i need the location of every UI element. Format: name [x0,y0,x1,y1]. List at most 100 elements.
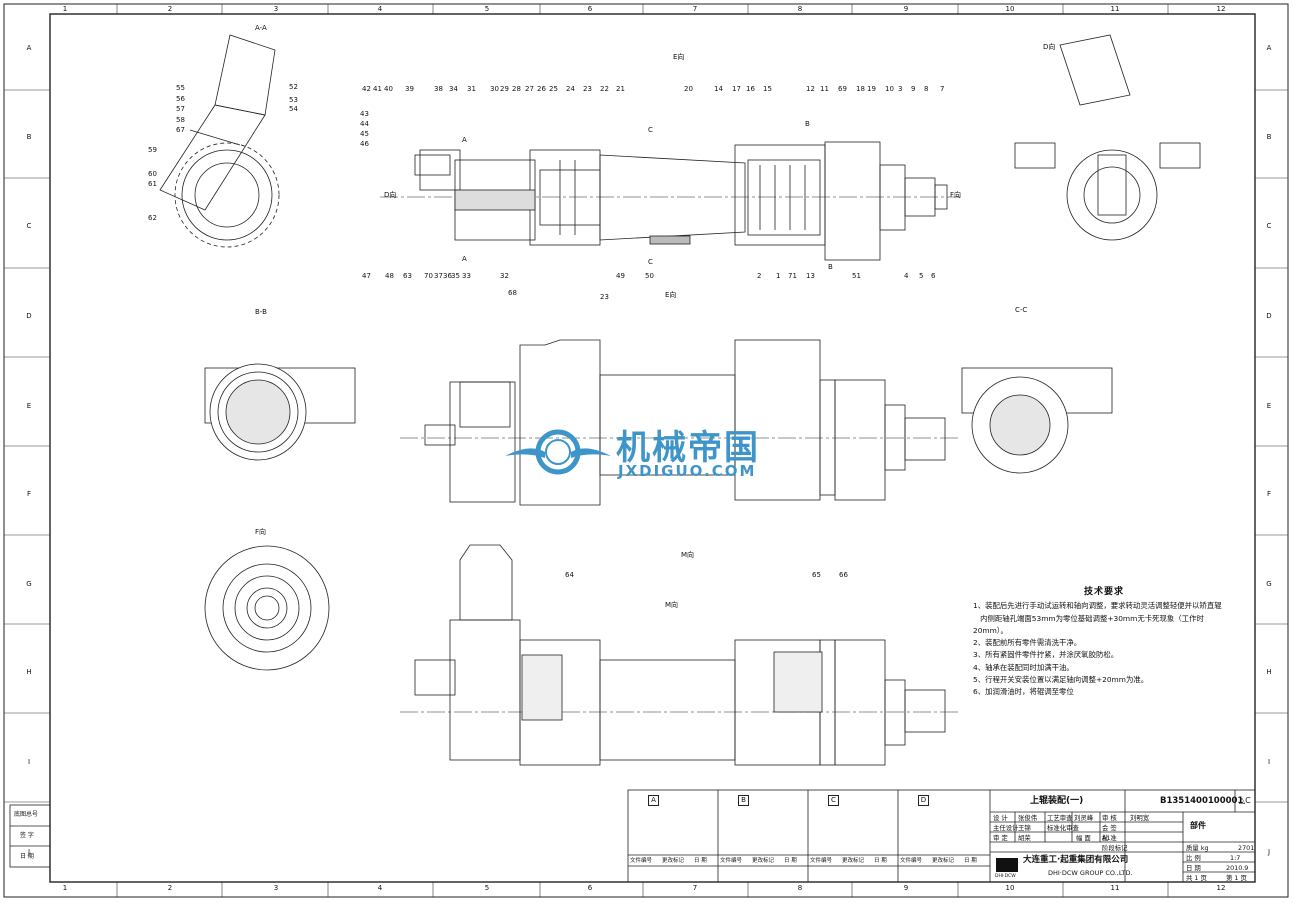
part-balloon: 43 [360,110,369,118]
zone-column-label: 7 [692,5,698,13]
part-balloon: 57 [176,105,185,113]
zone-column-label: 4 [377,884,383,892]
revision-header: 更改标记 [752,858,775,864]
view-label-m-mid: M向 [665,601,679,609]
revision-symbol-icon: A [648,795,659,806]
part-balloon: 37 [434,272,443,280]
tech-item: 3、所有紧固件零件拧紧，并涂厌氧胶防松。 [973,650,1119,660]
format-label: 幅 面 [1076,834,1091,842]
revision-symbol-icon: B [738,795,749,806]
watermark: 机械帝国 JXDIGUO.COM [500,418,830,488]
m-direction-view [400,544,960,766]
zone-column-label: 6 [587,5,593,13]
zone-row-label: I [27,758,31,766]
watermark-logo-icon [505,429,611,475]
revision-symbol-icon: D [918,795,929,806]
part-balloon: 29 [500,85,509,93]
zone-column-label: 5 [484,884,490,892]
part-balloon: 46 [360,140,369,148]
drawing-title: 上辊装配(一) [1030,796,1084,806]
part-balloon: 35 [451,272,460,280]
part-balloon: 18 [856,85,865,93]
part-balloon: 68 [508,289,517,297]
part-balloon: 21 [616,85,625,93]
part-balloon: 5 [919,272,924,280]
revision-header: 更改标记 [662,858,685,864]
view-label-bb: B-B [255,308,267,316]
part-balloon: 60 [148,170,157,178]
view-label-f-arrow: F向 [950,191,962,199]
zone-column-label: 12 [1216,884,1226,892]
zone-row-label: J [27,848,31,856]
view-label-aa: A-A [255,24,267,32]
part-balloon: 4 [904,272,909,280]
scale-value: 1:7 [1230,854,1241,862]
scale-label: 比 例 [1186,854,1201,862]
zone-row-label: E [26,402,32,410]
zone-column-label: 3 [273,5,279,13]
zone-row-label: B [1266,133,1272,141]
bb-section-view [204,363,356,461]
part-balloon: 14 [714,85,723,93]
company-logo-icon [996,858,1018,872]
zone-column-label: 11 [1110,884,1120,892]
part-balloon: 65 [812,571,821,579]
part-balloon: 56 [176,95,185,103]
e-direction-view [400,339,960,506]
part-balloon: 41 [373,85,382,93]
signature-cell: 刘明宽 [1130,814,1150,822]
zone-column-label: 5 [484,5,490,13]
drawing-type: 部件 [1190,821,1206,830]
zone-row-label: C [1266,222,1272,230]
signature-cell: 批 准 [1102,834,1117,842]
part-balloon: 10 [885,85,894,93]
tech-item: 2、装配前所有零件需清洗干净。 [973,638,1082,648]
format-value: A1 [1102,834,1111,842]
revision-symbol-icon: C [828,795,839,806]
part-balloon: 13 [806,272,815,280]
mark-label: 阶段标记 [1102,844,1128,852]
signature-cell: 会 签 [1102,824,1117,832]
zone-row-label: F [26,490,32,498]
signature-cell: 标准化审查 [1047,824,1079,832]
part-balloon: 20 [684,85,693,93]
view-label-e-top: E向 [673,53,685,61]
part-balloon: 34 [449,85,458,93]
part-balloon: 38 [434,85,443,93]
tech-item: 1、装配后先进行手动试运转和轴向调整，要求转动灵活调整轻便并以矫直辊 内侧距轴孔… [973,601,1222,635]
part-balloon: 59 [148,146,157,154]
part-balloon: 40 [384,85,393,93]
aa-section-view [159,34,280,248]
section-mark-b-bottom: B [828,263,833,271]
tech-item: 4、轴承在装配同时加满干油。 [973,662,1074,672]
left-stamp-label: 签 字 [20,832,34,839]
part-balloon: 58 [176,116,185,124]
view-label-f: F向 [255,528,267,536]
cc-section-view [961,367,1113,474]
zone-column-label: 2 [167,884,173,892]
zone-row-label: J [1267,848,1271,856]
title-block-grid [9,789,1256,883]
zone-column-label: 6 [587,884,593,892]
company-name-cn: 大连重工·起重集团有限公司 [1023,855,1129,865]
part-balloon: 24 [566,85,575,93]
part-balloon: 15 [763,85,772,93]
part-balloon: 45 [360,130,369,138]
main-section-view [380,141,960,261]
date-label: 日 期 [1186,864,1201,872]
part-balloon: 22 [600,85,609,93]
part-balloon: 36 [443,272,452,280]
section-mark-c-bottom: C [648,258,653,266]
zone-row-label: G [26,580,32,588]
tech-requirements-title: 技术要求 [1083,587,1124,597]
view-label-cc: C-C [1015,306,1028,314]
revision-header: 日 期 [694,858,707,864]
company-logo-label: DHI·DCW [995,874,1016,879]
part-balloon: 3 [898,85,903,93]
zone-row-label: E [1266,402,1272,410]
part-balloon: 28 [512,85,521,93]
part-balloon: 67 [176,126,185,134]
zone-row-label: D [1266,312,1272,320]
section-mark-c-top: C [648,126,653,134]
